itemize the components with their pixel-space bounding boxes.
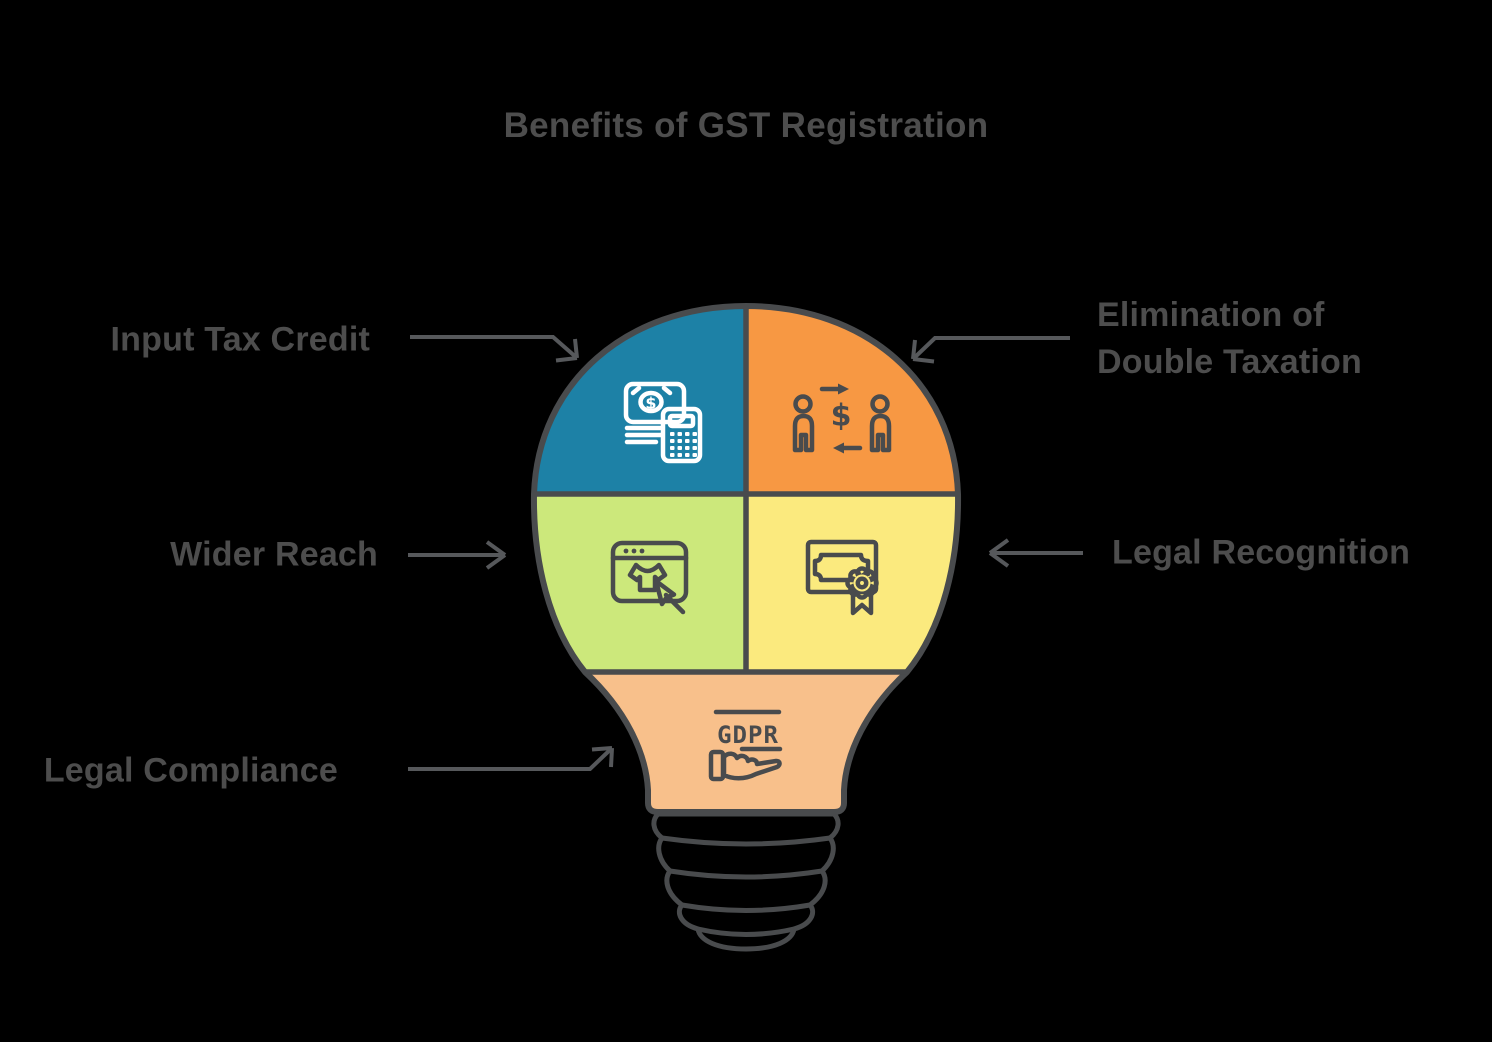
calculator-buttons xyxy=(670,432,697,457)
money-calculator-icon: $ xyxy=(623,381,703,464)
label-legal-compliance: Legal Compliance xyxy=(43,751,338,790)
label-wider-reach: Wider Reach xyxy=(170,535,378,574)
connector-arrows xyxy=(408,335,1083,771)
certificate-icon xyxy=(805,539,879,616)
bulb-outline xyxy=(530,302,962,815)
bulb-divider-lines xyxy=(536,308,956,675)
exchange-arrow-right xyxy=(838,383,849,395)
dollar-symbol: $ xyxy=(645,394,656,413)
label-elimination-line2: Double Taxation xyxy=(1097,343,1362,381)
dollar-symbol: $ xyxy=(831,399,852,434)
arrow-legal-recognition xyxy=(988,538,1083,568)
online-shop-cursor-icon xyxy=(610,540,689,615)
quadrant-legal-recognition xyxy=(746,494,959,672)
bulb-screw-base xyxy=(651,811,841,952)
screw-ridge-line xyxy=(681,902,811,913)
arrow-wider-reach xyxy=(408,540,507,570)
exchange-arrow-left xyxy=(833,442,844,454)
screw-ridge-line xyxy=(669,868,823,880)
arrow-elimination-of-double-taxation xyxy=(911,336,1070,364)
certificate-rosette xyxy=(845,566,879,600)
arrow-legal-compliance xyxy=(408,746,614,771)
hand-palm xyxy=(721,751,782,781)
label-elimination-of-double-taxation: Elimination of Double Taxation xyxy=(1097,292,1362,386)
gdpr-label: GDPR xyxy=(717,721,779,749)
screw-base-body xyxy=(651,811,841,952)
tshirt-shape xyxy=(627,562,668,593)
screw-ridge-line xyxy=(697,926,795,937)
page-title: Benefits of GST Registration xyxy=(503,106,989,145)
arrow-input-tax-credit xyxy=(410,335,579,363)
gdpr-hand-icon: GDPR xyxy=(708,709,783,782)
label-elimination-line1: Elimination of xyxy=(1097,296,1325,334)
label-input-tax-credit: Input Tax Credit xyxy=(110,320,370,359)
screw-ridge-line xyxy=(661,835,831,847)
people-currency-exchange-icon: $ xyxy=(792,383,892,454)
label-legal-recognition: Legal Recognition xyxy=(1112,533,1411,572)
